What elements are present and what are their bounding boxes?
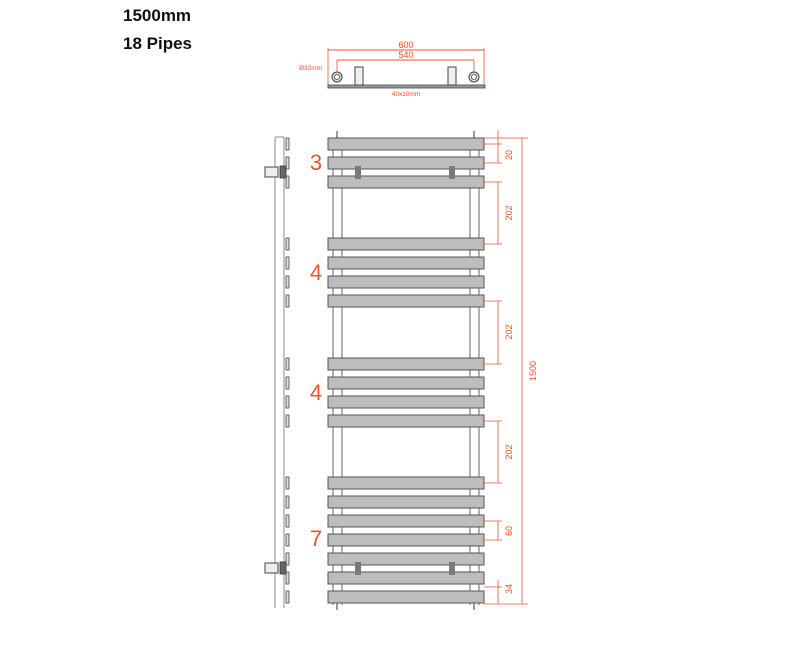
dim-top-offset: 20	[504, 150, 514, 160]
dim-gap-3: 202	[504, 444, 514, 459]
dim-bottom-offset: 34	[504, 584, 514, 594]
bar-section-label: 40x10mm	[392, 91, 421, 98]
pipes-title: 18 Pipes	[123, 34, 192, 53]
top-wall-bracket-icon	[264, 166, 279, 178]
bottom-wall-bracket-icon	[264, 562, 279, 574]
pipe-diameter-label: Ø32mm	[299, 65, 322, 72]
top-view: 600 540 Ø32mm 40x10mm	[299, 40, 486, 98]
dim-gap-2: 202	[504, 324, 514, 339]
group-count-4: 7	[310, 526, 322, 551]
dimensions	[484, 130, 528, 605]
towel-bars	[327, 137, 485, 604]
centres-width-label: 540	[398, 50, 413, 60]
overall-width-label: 600	[398, 40, 413, 50]
group-count-3: 4	[310, 380, 322, 405]
dim-gap-1: 202	[504, 205, 514, 220]
side-view	[264, 136, 290, 608]
dim-total-height: 1500	[528, 361, 538, 381]
group-count-1: 3	[310, 150, 322, 175]
height-title: 1500mm	[123, 6, 192, 25]
group-count-2: 4	[310, 260, 322, 285]
front-view: 3 4 4 7	[310, 131, 485, 610]
dim-bar-pitch: 60	[504, 526, 514, 536]
